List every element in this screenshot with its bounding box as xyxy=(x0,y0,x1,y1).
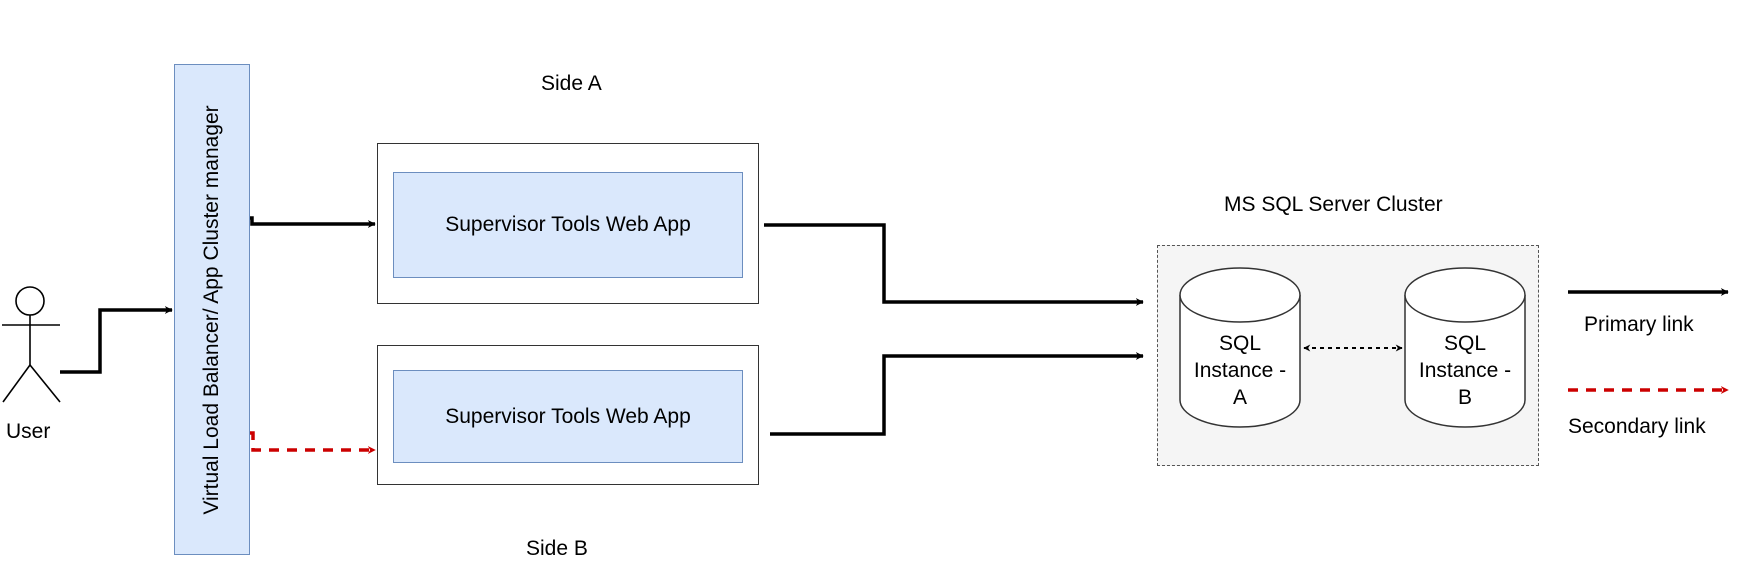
sql-instance-a-label: SQL Instance - A xyxy=(1193,332,1287,409)
side-b-web-app: Supervisor Tools Web App xyxy=(393,370,743,463)
sql-instance-b-label: SQL Instance - B xyxy=(1418,332,1512,409)
side-a-to-sql-connector xyxy=(764,223,1144,306)
sql-cluster-label: MS SQL Server Cluster xyxy=(1224,193,1443,216)
user-actor-icon xyxy=(2,286,61,403)
side-a-label: Side A xyxy=(541,72,602,95)
lb-to-side-a-connector xyxy=(250,216,376,228)
user-to-lb-connector xyxy=(60,306,173,374)
sql-instance-a-icon xyxy=(1179,267,1301,428)
side-b-container: Supervisor Tools Web App xyxy=(377,345,759,485)
side-b-web-app-label: Supervisor Tools Web App xyxy=(445,404,691,428)
sql-instance-b-icon xyxy=(1404,267,1526,428)
side-a-web-app-label: Supervisor Tools Web App xyxy=(445,213,691,236)
user-label: User xyxy=(6,420,51,443)
side-b-label: Side B xyxy=(526,537,588,560)
side-b-to-sql-connector xyxy=(770,352,1144,436)
legend-primary-label: Primary link xyxy=(1584,313,1694,336)
load-balancer-box: Virtual Load Balancer/ App Cluster manag… xyxy=(174,64,250,555)
side-a-web-app: Supervisor Tools Web App xyxy=(393,172,743,278)
legend-secondary-label: Secondary link xyxy=(1568,415,1706,438)
lb-to-side-b-connector xyxy=(250,431,376,454)
side-a-container: Supervisor Tools Web App xyxy=(377,143,759,304)
